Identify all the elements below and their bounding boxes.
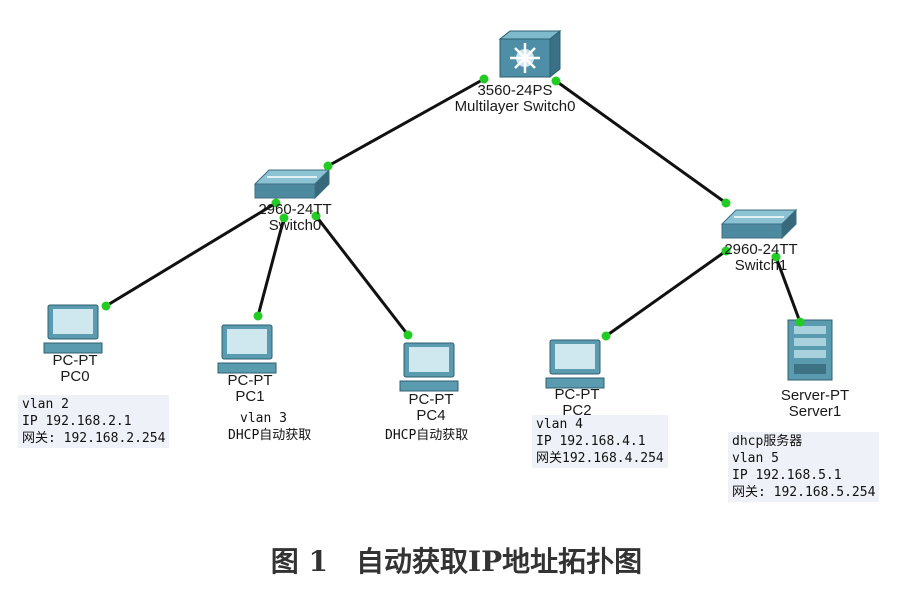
links: [105, 77, 802, 338]
server1-icon[interactable]: [787, 319, 833, 381]
port-dot-sw0-pc4-a: [311, 211, 321, 221]
link-sw1-pc2[interactable]: [605, 249, 727, 338]
mls0-model: 3560-24PS: [477, 82, 553, 99]
mls0-name: Multilayer Switch0: [454, 98, 576, 115]
pc4-label: PC-PT PC4: [386, 392, 476, 424]
port-dot-sw0-pc4-b: [403, 330, 413, 340]
port-dot-mls0-sw1-b: [721, 198, 731, 208]
sw1-name: Switch1: [734, 257, 788, 274]
port-dot-sw1-server1-a: [771, 252, 781, 262]
pc1-label: PC-PT PC1: [205, 373, 295, 405]
server1-note-line: 网关: 192.168.5.254: [732, 485, 876, 500]
pc2-note: vlan 4 IP 192.168.4.1 网关192.168.4.254: [532, 415, 668, 468]
port-indicators: [101, 74, 805, 341]
port-dot-sw1-pc2-b: [601, 331, 611, 341]
server1-label: Server-PT Server1: [760, 388, 870, 420]
pc1-note-line: vlan 3: [240, 411, 287, 426]
port-dot-sw0-pc1-a: [279, 213, 289, 223]
server1-model: Server-PT: [780, 387, 850, 404]
port-dot-sw0-pc0-b: [101, 301, 111, 311]
pc2-note-line: vlan 4: [536, 417, 583, 432]
pc0-note-line: IP 192.168.2.1: [22, 414, 132, 429]
pc4-model: PC-PT: [408, 391, 454, 408]
link-sw0-pc1[interactable]: [256, 217, 286, 317]
pc2-note-line: 网关192.168.4.254: [536, 451, 664, 466]
pc1-note: vlan 3 DHCP自动获取: [228, 410, 311, 444]
port-dot-sw1-server1-b: [795, 317, 805, 327]
pc0-name: PC0: [60, 368, 90, 385]
figure-caption: 图 1 自动获取IP地址拓扑图: [270, 545, 643, 578]
server1-note: dhcp服务器 vlan 5 IP 192.168.5.1 网关: 192.16…: [728, 432, 880, 502]
link-sw0-pc0[interactable]: [105, 201, 277, 308]
server1-name: Server1: [788, 403, 842, 420]
link-sw1-server1[interactable]: [774, 256, 802, 323]
pc1-icon[interactable]: [217, 324, 277, 374]
pc1-name: PC1: [235, 388, 265, 405]
switch0-icon[interactable]: [253, 168, 331, 200]
switch1-icon[interactable]: [720, 208, 798, 240]
server1-note-line: dhcp服务器: [732, 434, 803, 449]
sw1-label: 2960-24TT Switch1: [706, 242, 816, 274]
pc0-note-line: 网关: 192.168.2.254: [22, 431, 166, 446]
pc0-note: vlan 2 IP 192.168.2.1 网关: 192.168.2.254: [18, 395, 170, 448]
pc2-model: PC-PT: [554, 386, 600, 403]
port-dot-mls0-sw0-a: [479, 74, 489, 84]
server1-note-line: vlan 5: [732, 451, 779, 466]
sw1-model: 2960-24TT: [724, 241, 798, 258]
pc2-note-line: IP 192.168.4.1: [536, 434, 646, 449]
server1-note-line: IP 192.168.5.1: [732, 468, 842, 483]
link-mls0-sw1[interactable]: [555, 79, 727, 205]
port-dot-mls0-sw0-b: [323, 161, 333, 171]
port-dot-mls0-sw1-a: [551, 76, 561, 86]
link-sw0-pc4[interactable]: [314, 215, 410, 336]
pc1-model: PC-PT: [227, 372, 273, 389]
pc4-name: PC4: [416, 407, 446, 424]
pc4-note: DHCP自动获取: [385, 427, 468, 444]
port-dot-sw1-pc2-a: [721, 246, 731, 256]
pc2-icon[interactable]: [545, 339, 605, 389]
pc0-icon[interactable]: [43, 304, 103, 354]
sw0-label: 2960-24TT Switch0: [240, 202, 350, 234]
mls0-label: 3560-24PS Multilayer Switch0: [440, 83, 590, 115]
pc0-model: PC-PT: [52, 352, 98, 369]
port-dot-sw0-pc0-a: [271, 198, 281, 208]
pc1-note-line: DHCP自动获取: [228, 428, 312, 443]
pc2-name: PC2: [562, 402, 592, 419]
pc4-note-line: DHCP自动获取: [385, 428, 469, 443]
pc0-note-line: vlan 2: [22, 397, 69, 412]
pc4-icon[interactable]: [399, 342, 459, 392]
port-dot-sw0-pc1-b: [253, 311, 263, 321]
sw0-model: 2960-24TT: [258, 201, 332, 218]
link-mls0-sw0[interactable]: [327, 77, 485, 168]
multilayer-switch-icon[interactable]: [498, 29, 562, 79]
pc2-label: PC-PT PC2: [532, 387, 622, 419]
pc0-label: PC-PT PC0: [30, 353, 120, 385]
sw0-name: Switch0: [268, 217, 322, 234]
